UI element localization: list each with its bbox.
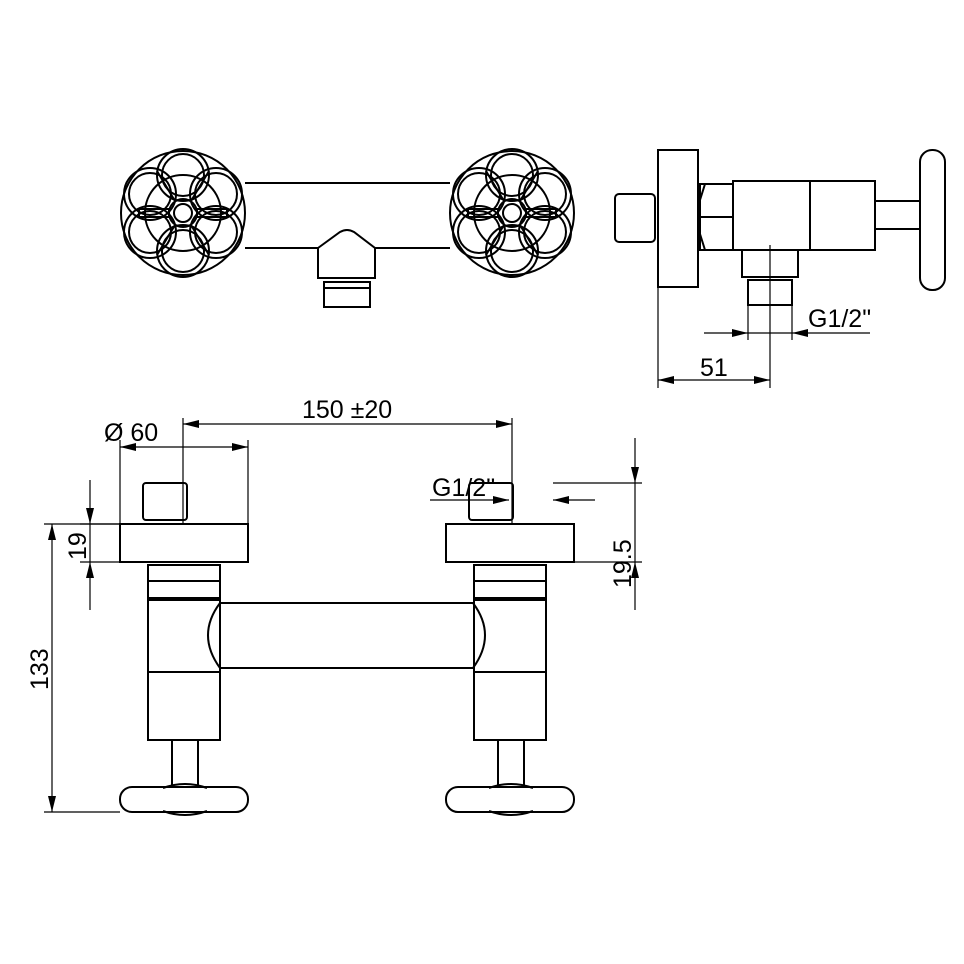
left-valve xyxy=(119,482,249,816)
side-view: G1/2" 51 xyxy=(614,149,946,388)
plate-height-label: 19 xyxy=(64,532,92,560)
center-distance-label: 150 ±20 xyxy=(302,396,392,424)
right-handle-wheel-icon xyxy=(449,148,575,278)
diameter-label: Ø 60 xyxy=(104,419,158,447)
total-height-label: 133 xyxy=(26,648,54,690)
front-view: 150 ±20 Ø 60 G1/2" 19 133 19.5 xyxy=(26,396,642,816)
front-thread-label: G1/2" xyxy=(432,474,495,502)
side-thread-label: G1/2" xyxy=(808,305,871,333)
plate-offset-label: 19.5 xyxy=(609,539,637,588)
top-view xyxy=(120,148,575,308)
wall-depth-label: 51 xyxy=(700,354,728,382)
left-handle-wheel-icon xyxy=(120,148,246,278)
right-valve xyxy=(445,482,575,816)
